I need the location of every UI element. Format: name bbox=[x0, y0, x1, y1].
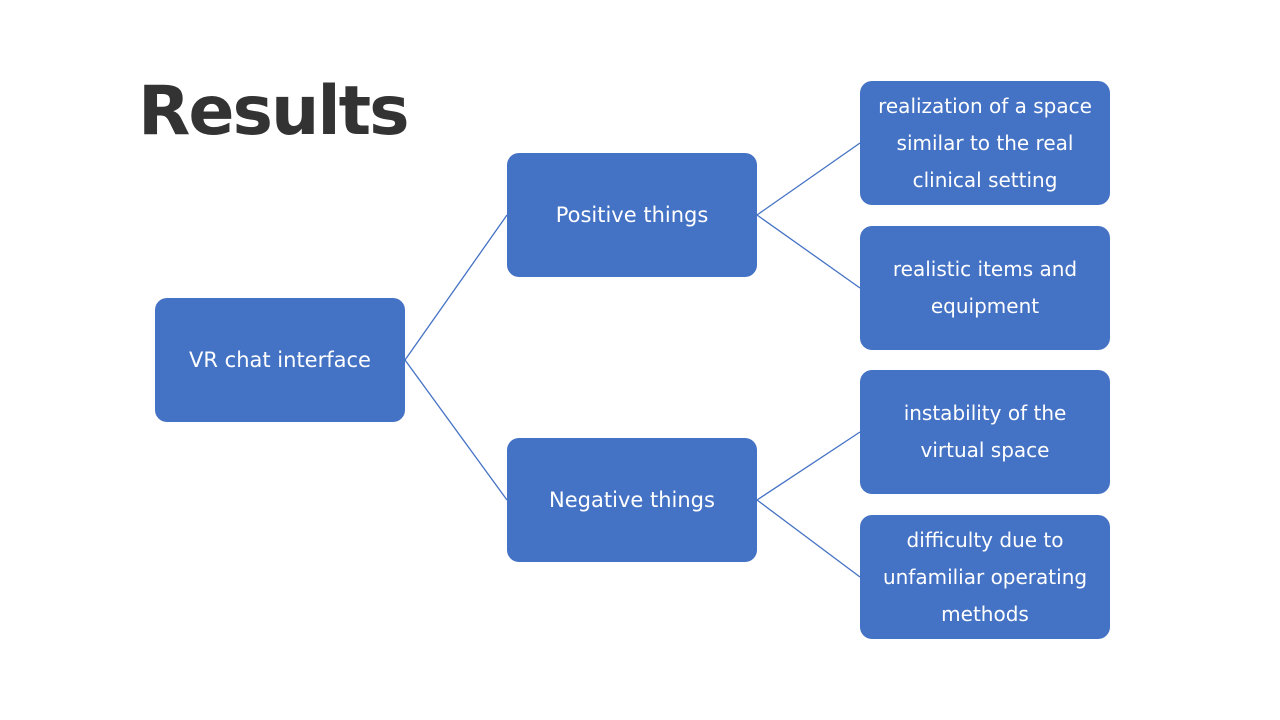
node-label: VR chat interface bbox=[189, 347, 371, 372]
node-vr-chat-interface: VR chat interface bbox=[155, 298, 405, 422]
connector-root-negative bbox=[404, 359, 508, 501]
node-positive-item-space-realization: realization of a space similar to the re… bbox=[860, 81, 1110, 205]
connector-positive-item-1 bbox=[756, 142, 861, 216]
connector-positive-item-2 bbox=[756, 214, 861, 289]
node-label: difficulty due to unfamiliar operating m… bbox=[882, 527, 1088, 626]
connector-root-positive bbox=[404, 214, 508, 361]
node-label: instability of the virtual space bbox=[903, 401, 1067, 462]
node-positive-things: Positive things bbox=[507, 153, 757, 277]
node-label: Positive things bbox=[555, 202, 709, 227]
node-negative-things: Negative things bbox=[507, 438, 757, 562]
slide-title: Results bbox=[138, 72, 410, 151]
connector-negative-item-2 bbox=[756, 499, 861, 578]
node-positive-item-realistic-equipment: realistic items and equipment bbox=[860, 226, 1110, 350]
node-label: realization of a space similar to the re… bbox=[878, 93, 1092, 192]
node-negative-item-unfamiliar-operation: difficulty due to unfamiliar operating m… bbox=[860, 515, 1110, 639]
node-label: Negative things bbox=[549, 487, 715, 512]
node-label: realistic items and equipment bbox=[892, 257, 1078, 318]
connector-negative-item-1 bbox=[756, 431, 861, 501]
node-negative-item-instability: instability of the virtual space bbox=[860, 370, 1110, 494]
